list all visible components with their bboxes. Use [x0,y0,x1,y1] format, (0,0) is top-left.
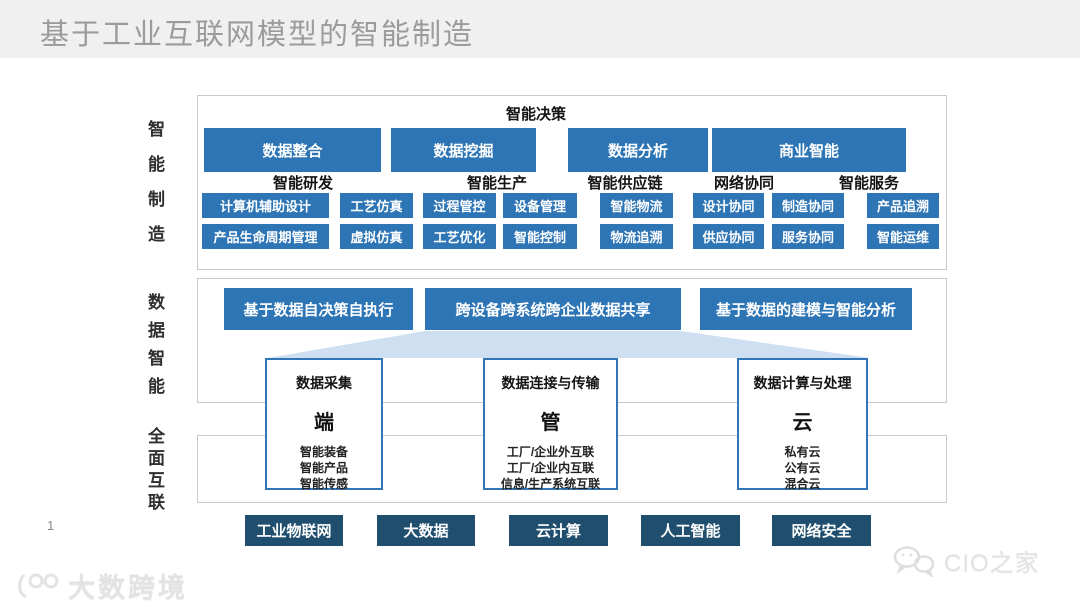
pillar-pipe-header: 数据连接与传输 [501,375,600,391]
box-intelligent-control: 智能控制 [503,224,577,249]
slide-title: 基于工业互联网模型的智能制造 [40,19,475,51]
watermark-right-text: CIO之家 [944,550,1040,577]
category-smart-supply-chain: 智能供应链 [587,175,663,192]
box-process-optimization: 工艺优化 [423,224,496,249]
page-number: 1 [47,518,55,533]
pillar-cloud-header: 数据计算与处理 [753,375,852,391]
watermark-left-text: 大数跨境 [68,573,188,603]
box-artificial-intelligence: 人工智能 [641,515,740,546]
box-product-tracing: 产品追溯 [867,193,939,218]
side-label-intelligent-manufacturing: 智能制造 [145,120,164,260]
pillar-pipe-item: 工厂/企业内互联 [506,461,595,476]
pillar-pipe-core: 管 [540,412,561,434]
header-intelligent-decision: 智能决策 [505,106,567,123]
category-smart-service: 智能服务 [838,175,900,192]
title-bar [0,0,1080,58]
side-label-full-interconnection: 全面互联 [145,427,164,515]
watermark-cio-home: CIO之家 [892,543,1040,578]
side-label-data-intelligence: 数据智能 [145,293,164,405]
box-smart-operations: 智能运维 [867,224,939,249]
wechat-icon [892,545,936,577]
pillar-pipe-item: 工厂/企业外互联 [506,445,595,459]
box-logistics-tracing: 物流追溯 [600,224,673,249]
pillar-terminal-item: 智能产品 [299,461,348,476]
box-process-simulation: 工艺仿真 [340,193,413,218]
box-design-collaboration: 设计协同 [693,193,764,218]
box-cad: 计算机辅助设计 [202,193,329,218]
pillar-cloud-item: 公有云 [784,461,821,476]
pillar-terminal: 数据采集 端 智能装备 智能产品 智能传感 [265,358,383,493]
box-data-modeling-analysis: 基于数据的建模与智能分析 [700,288,912,330]
pillar-terminal-item: 智能装备 [299,445,348,459]
pillar-pipe-items: 工厂/企业外互联 工厂/企业内互联 信息/生产系统互联 [501,444,600,493]
box-manufacturing-collaboration: 制造协同 [772,193,844,218]
pillar-terminal-core: 端 [314,412,334,434]
pillar-cloud: 数据计算与处理 云 私有云 公有云 混合云 [737,358,868,493]
box-virtual-simulation: 虚拟仿真 [340,224,413,249]
dashukuajing-logo-icon [14,569,60,603]
category-smart-rnd: 智能研发 [272,175,334,192]
box-service-collaboration: 服务协同 [772,224,844,249]
watermark-dashukuajing: 大数跨境 [14,566,188,605]
box-plm: 产品生命周期管理 [202,224,329,249]
category-smart-production: 智能生产 [466,175,528,192]
box-network-security: 网络安全 [772,515,871,546]
box-data-self-decision: 基于数据自决策自执行 [224,288,413,330]
pillar-cloud-core: 云 [792,412,813,434]
box-smart-logistics: 智能物流 [600,193,673,218]
box-supply-collaboration: 供应协同 [693,224,764,249]
pillar-pipe-item: 信息/生产系统互联 [500,477,601,492]
box-data-analysis: 数据分析 [568,128,708,172]
box-process-control: 过程管控 [423,193,496,218]
box-data-integration: 数据整合 [204,128,381,172]
pillar-terminal-items: 智能装备 智能产品 智能传感 [300,444,348,493]
box-industrial-iot: 工业物联网 [245,515,343,546]
box-data-mining: 数据挖掘 [391,128,536,172]
pillar-terminal-header: 数据采集 [296,375,352,391]
pillar-cloud-items: 私有云 公有云 混合云 [784,444,820,493]
pillar-pipe: 数据连接与传输 管 工厂/企业外互联 工厂/企业内互联 信息/生产系统互联 [483,358,618,493]
box-big-data: 大数据 [377,515,475,546]
box-business-intelligence: 商业智能 [712,128,906,172]
pillar-terminal-item: 智能传感 [299,477,348,492]
box-equipment-management: 设备管理 [503,193,577,218]
box-cross-device-data-sharing: 跨设备跨系统跨企业数据共享 [425,288,681,330]
category-network-collaboration: 网络协同 [713,175,775,192]
pillar-cloud-item: 混合云 [784,477,821,492]
pillar-cloud-item: 私有云 [784,445,821,459]
box-cloud-computing: 云计算 [509,515,608,546]
